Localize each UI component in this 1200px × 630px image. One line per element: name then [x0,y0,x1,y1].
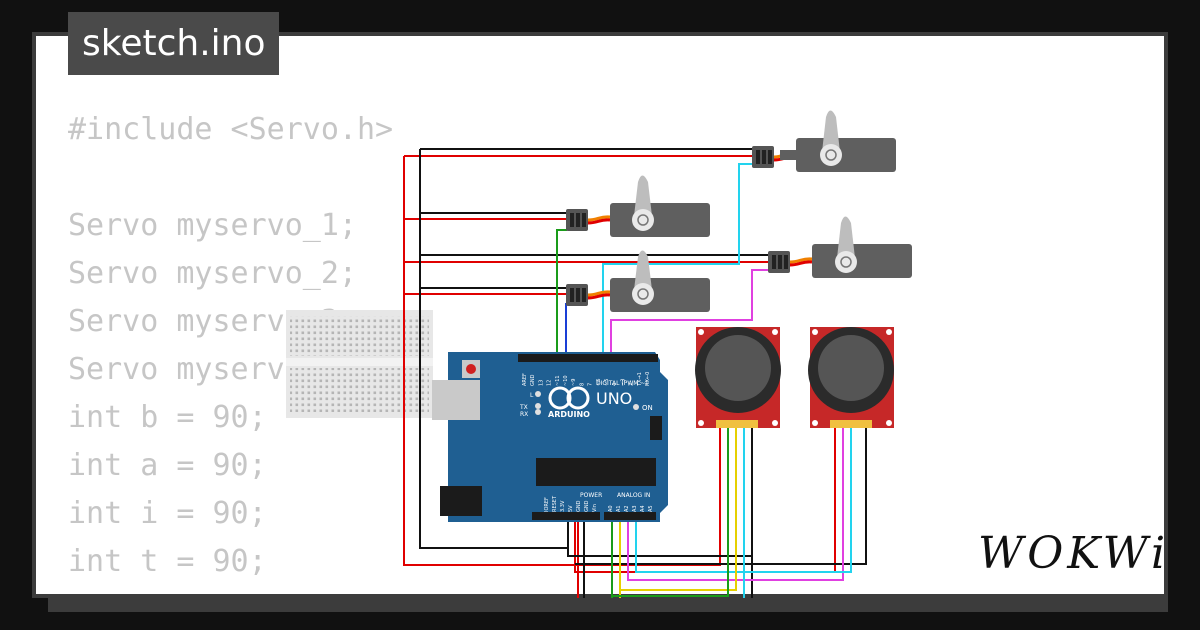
pin-label: GND [530,374,536,386]
breadboard[interactable] [286,310,433,418]
joystick-2[interactable] [808,327,894,428]
pin-label: GND [576,500,582,512]
pin-label: 8 [579,383,585,386]
analog-header [604,512,656,520]
servo-2[interactable] [566,175,710,238]
pin-label: ~6 [596,379,602,386]
code-line: Servo myservo_1; [68,208,357,243]
pin-label: RESET [552,495,558,512]
code-line: Servo myservo_3; [68,304,357,339]
microcontroller-chip [536,458,656,486]
servo-1[interactable] [752,110,896,173]
code-line: int i = 90; [68,496,267,531]
pin-label: Vin [592,504,598,512]
analog-wires [611,428,852,598]
led-tx-label: TX [519,404,528,411]
pin-label: AREF [522,373,528,386]
digital-label: DIGITAL (PWM ~) [596,380,648,387]
pin-label: 5V [568,505,574,512]
power-label: POWER [580,492,602,499]
pin-label: RX←0 [645,372,651,386]
pin-label: ~11 [555,375,561,386]
file-tab[interactable]: sketch.ino [68,12,280,75]
servo-signal-green-wire [556,229,567,360]
on-label: ON [642,404,653,412]
board-brand: ARDUINO [548,410,590,419]
power-jack [440,486,482,516]
wokwi-logo: WOKWi [978,528,1170,579]
code-line: int b = 90; [68,400,267,435]
led-rx-label: RX [520,411,528,418]
servo-signal-magenta-wire [610,269,770,360]
gnd-wires [419,148,867,598]
pin-label: 12 [547,380,553,386]
pin-label: 3.3V [560,500,566,512]
pin-label: 2 [629,383,635,386]
joystick-1[interactable] [695,327,781,428]
code-line: int l = 90; [68,586,393,594]
digital-header [518,354,658,362]
servo-signal-blue-wire [565,303,567,360]
code-line: int t = 90; [68,544,267,579]
file-name: sketch.ino [82,23,266,64]
servo-3[interactable] [768,216,912,279]
bottom-shadow [48,598,1168,612]
pin-label: A1 [616,505,622,512]
pin-label: GND [584,500,590,512]
pin-label: 13 [538,380,544,386]
pin-label: 7 [588,383,594,386]
power-header [532,512,600,520]
pin-label: A3 [632,505,638,512]
pin-label: ~9 [571,379,577,386]
arduino-uno[interactable]: L TX RX ON UNO ARDUINO DIGITAL (PWM ~) P… [432,352,668,522]
code-line: Servo myservo_2; [68,256,357,291]
pin-label: ~3 [620,379,626,386]
pin-label: ~10 [563,375,569,386]
usb-port [432,380,480,420]
pin-label: A5 [648,505,654,512]
code-editor: #include <Servo.h> Servo myservo_1; Servo … [68,106,394,594]
code-line: int a = 90; [68,448,267,483]
pin-label: TX→1 [637,372,643,387]
pin-label: IOREF [544,497,550,512]
pin-label: A0 [608,505,614,512]
led-l-label: L [530,392,534,399]
code-line: #include <Servo.h> [68,112,394,147]
analog-label: ANALOG IN [617,492,650,499]
code-area: #include <Servo.h> Servo myservo_1; Servo … [32,32,1168,598]
pin-label: 4 [612,383,618,386]
pin-label: A4 [640,505,646,512]
board-model: UNO [596,389,632,408]
servo-4[interactable] [566,250,710,313]
pin-label: ~5 [604,379,610,386]
pin-label: A2 [624,505,630,512]
